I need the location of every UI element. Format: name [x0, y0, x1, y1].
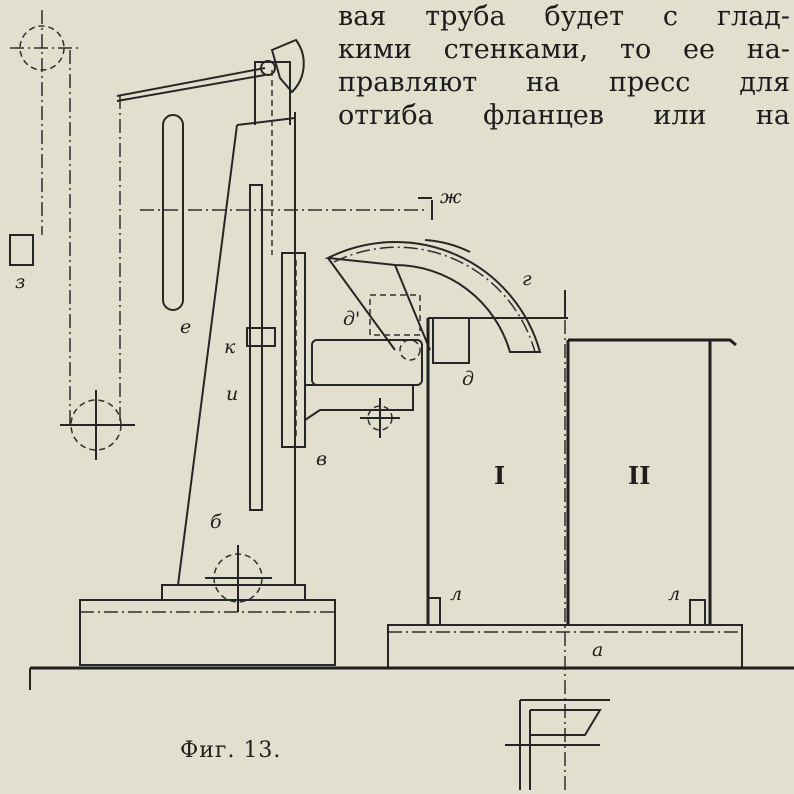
tube-2 — [566, 338, 737, 626]
label-tube-1: I — [494, 461, 505, 490]
bottom-bracket — [505, 699, 610, 790]
label-b: б — [210, 511, 222, 533]
base-pulley — [205, 545, 272, 612]
bar-e — [162, 114, 184, 311]
text-line: правляют на пресс для — [338, 67, 790, 98]
label-z: з — [15, 271, 25, 293]
label-i: и — [226, 383, 238, 405]
label-e: е — [180, 316, 191, 338]
die-d — [432, 317, 470, 364]
counterweight-z — [9, 234, 34, 266]
tube-1 — [426, 290, 568, 626]
label-zh: ж — [440, 186, 462, 208]
label-l-left: л — [450, 583, 462, 605]
label-a: а — [592, 639, 603, 661]
text-line: отгиба фланцев или на — [338, 100, 790, 131]
text-line: вая труба будет с глад- — [338, 1, 790, 32]
die-d-prime — [369, 294, 421, 336]
arm — [304, 339, 423, 438]
guide-rod — [249, 184, 263, 511]
bottom-pulley — [60, 390, 135, 460]
label-d: д — [462, 368, 474, 390]
figure-caption: Фиг. 13. — [180, 738, 282, 763]
label-k: к — [224, 336, 236, 358]
label-l-right: л — [668, 583, 680, 605]
slider-v — [281, 252, 306, 448]
clamp-k — [246, 327, 276, 347]
label-d-prime: д' — [343, 308, 360, 330]
body-text: вая труба будет с глад- кими стенками, т… — [338, 0, 790, 132]
text-line: кими стенками, то ее на- — [338, 34, 790, 65]
lever — [116, 38, 305, 102]
top-pulley — [10, 10, 80, 235]
label-tube-2: II — [628, 461, 650, 490]
label-g: г — [522, 268, 532, 290]
label-v: в — [316, 448, 327, 470]
press-column — [79, 61, 336, 666]
sector-g — [324, 239, 542, 364]
